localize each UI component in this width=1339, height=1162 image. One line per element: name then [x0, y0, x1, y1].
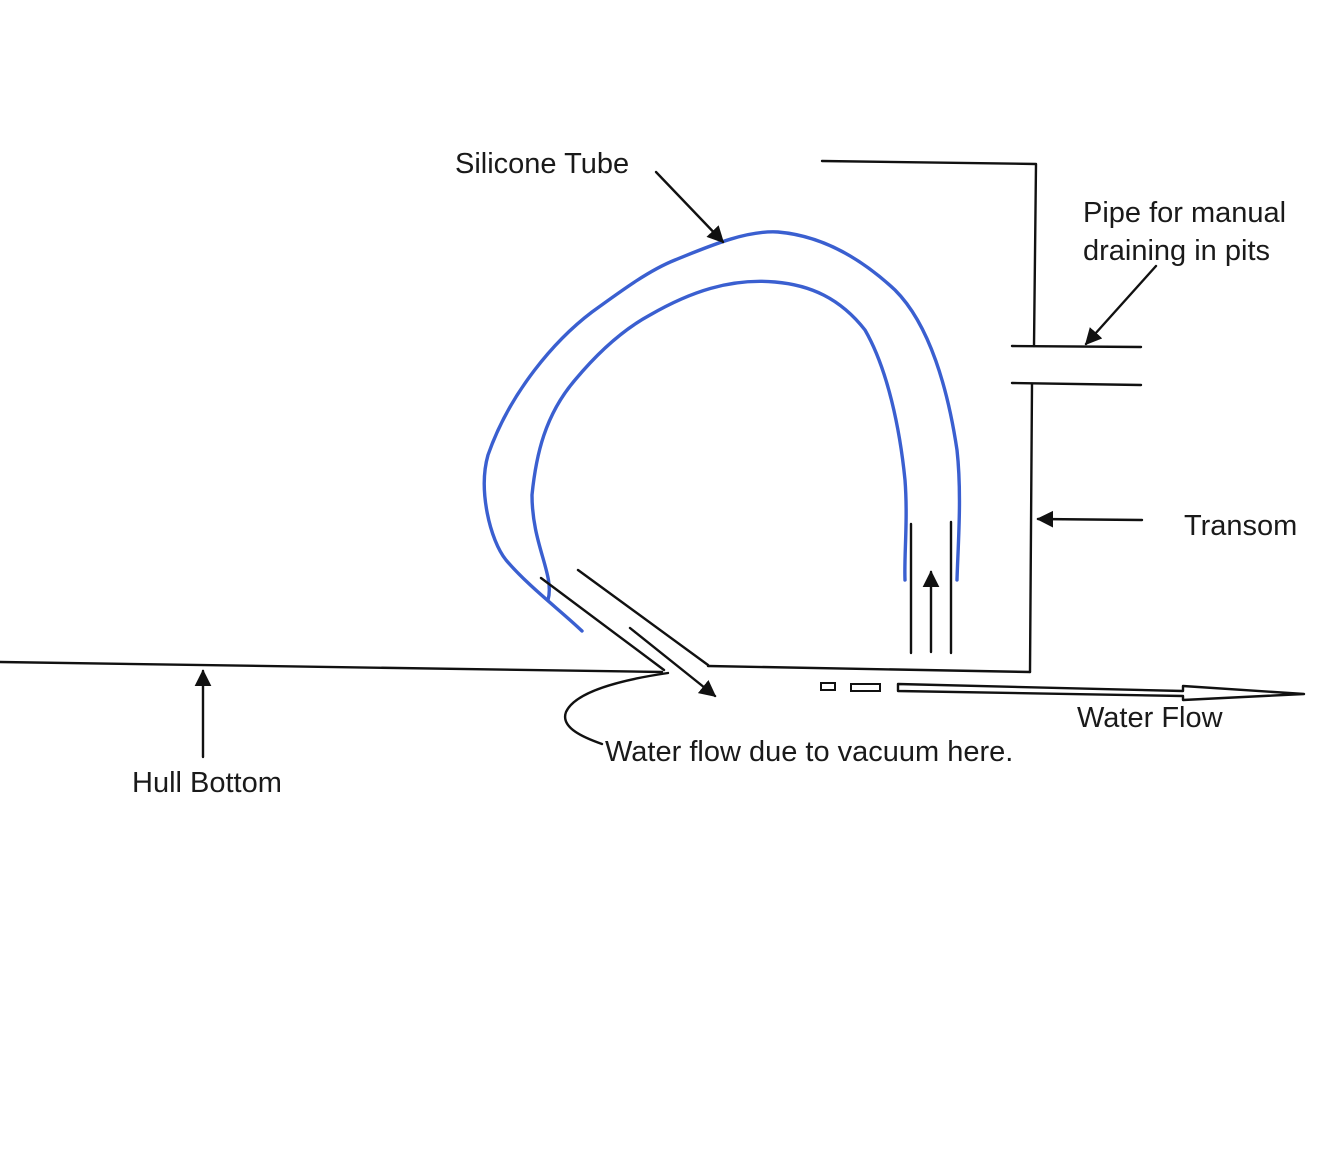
hull-bottom-line	[0, 660, 1032, 674]
water-flow-arrow	[820, 682, 1306, 702]
pipe-pointer	[1084, 264, 1158, 346]
transom-wall	[820, 159, 1038, 674]
pipe-label-line2: draining in pits	[1083, 235, 1270, 267]
vacuum-note-label: Water flow due to vacuum here.	[605, 736, 1013, 768]
hull-bottom-label: Hull Bottom	[132, 767, 282, 799]
transom-pointer	[1036, 510, 1144, 528]
transom-label: Transom	[1184, 510, 1297, 542]
pipe-label-line1: Pipe for manual	[1083, 197, 1286, 229]
silicone-tube-label: Silicone Tube	[455, 148, 629, 180]
water-flow-label: Water Flow	[1077, 702, 1224, 734]
silicone-tube-pointer	[654, 170, 725, 244]
intake-scoop	[539, 568, 717, 698]
manual-drain-pipe	[1010, 344, 1143, 387]
riser-pipe	[909, 520, 953, 655]
silicone-tube	[482, 230, 962, 633]
vacuum-callout-line	[563, 671, 670, 746]
